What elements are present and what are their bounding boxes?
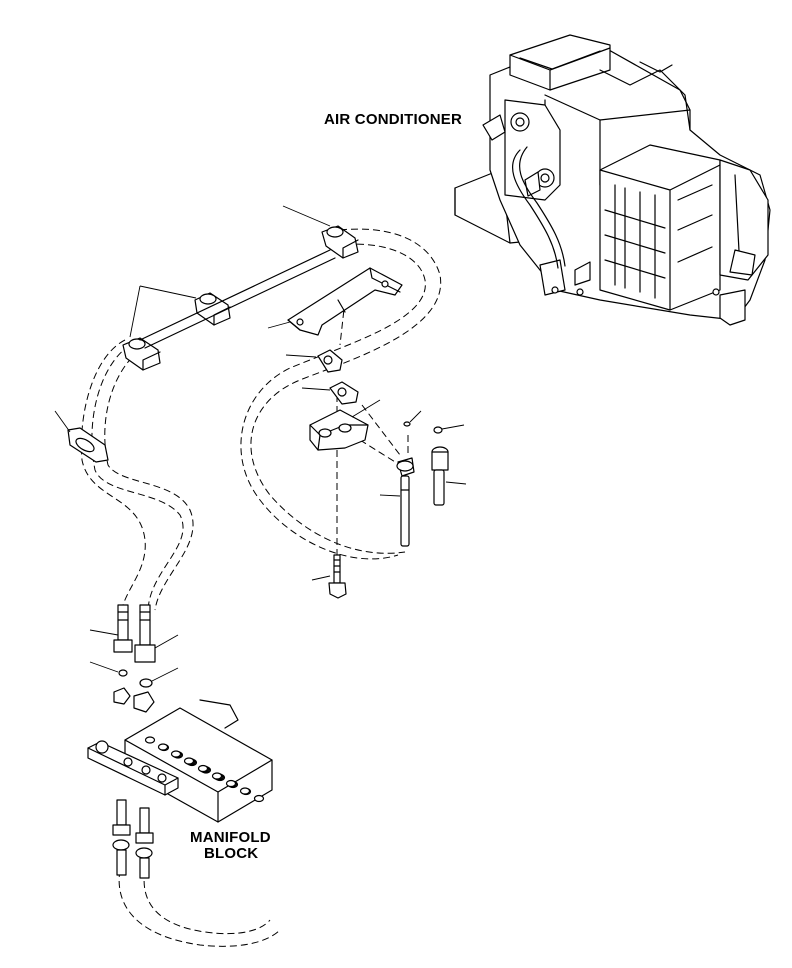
manifold-port-hole: [225, 779, 237, 788]
hose-fitting-left: [113, 604, 133, 653]
o-ring-small-right: [139, 678, 153, 688]
hose-fitting-right: [134, 604, 156, 663]
manifold-port-hole: [183, 757, 195, 765]
hose-clamp-middle: [194, 292, 231, 326]
manifold-port-hole: [157, 743, 169, 751]
o-ring-upper: [403, 421, 411, 427]
hose-fitting-short: [431, 446, 449, 506]
nut-right: [133, 691, 155, 713]
mounting-bracket: [287, 267, 403, 336]
manifold-block-label-line2: BLOCK: [204, 845, 258, 862]
manifold-port-hole: [211, 772, 223, 780]
air-conditioner-label: AIR CONDITIONER: [324, 111, 462, 128]
nut-left: [113, 687, 131, 705]
manifold-port-hole: [239, 787, 251, 795]
lower-hose-fitting-right: [135, 807, 154, 879]
p-clamp-lower: [329, 381, 359, 405]
p-clamp-upper: [317, 349, 343, 373]
manifold-block-label-line1: MANIFOLD: [190, 829, 271, 846]
leader-lines: [54, 205, 467, 682]
o-ring-small-left: [118, 669, 128, 677]
hose-clamp-left: [122, 337, 161, 371]
mounting-bolt: [328, 554, 347, 599]
manifold-port-hole: [170, 750, 182, 758]
hose-support-block: [309, 409, 369, 451]
manifold-port-hole: [253, 794, 265, 803]
manifold-block: [87, 699, 273, 823]
o-ring-right: [433, 426, 443, 434]
hose-fitting-long: [396, 457, 415, 547]
hose-clamp-top: [321, 225, 359, 259]
air-conditioner-unit: [454, 34, 771, 326]
hose-clamp-loop: [67, 427, 109, 463]
manifold-port-hole: [144, 736, 156, 744]
manifold-port-hole: [197, 764, 209, 773]
lower-hose-fitting-left: [112, 799, 131, 876]
